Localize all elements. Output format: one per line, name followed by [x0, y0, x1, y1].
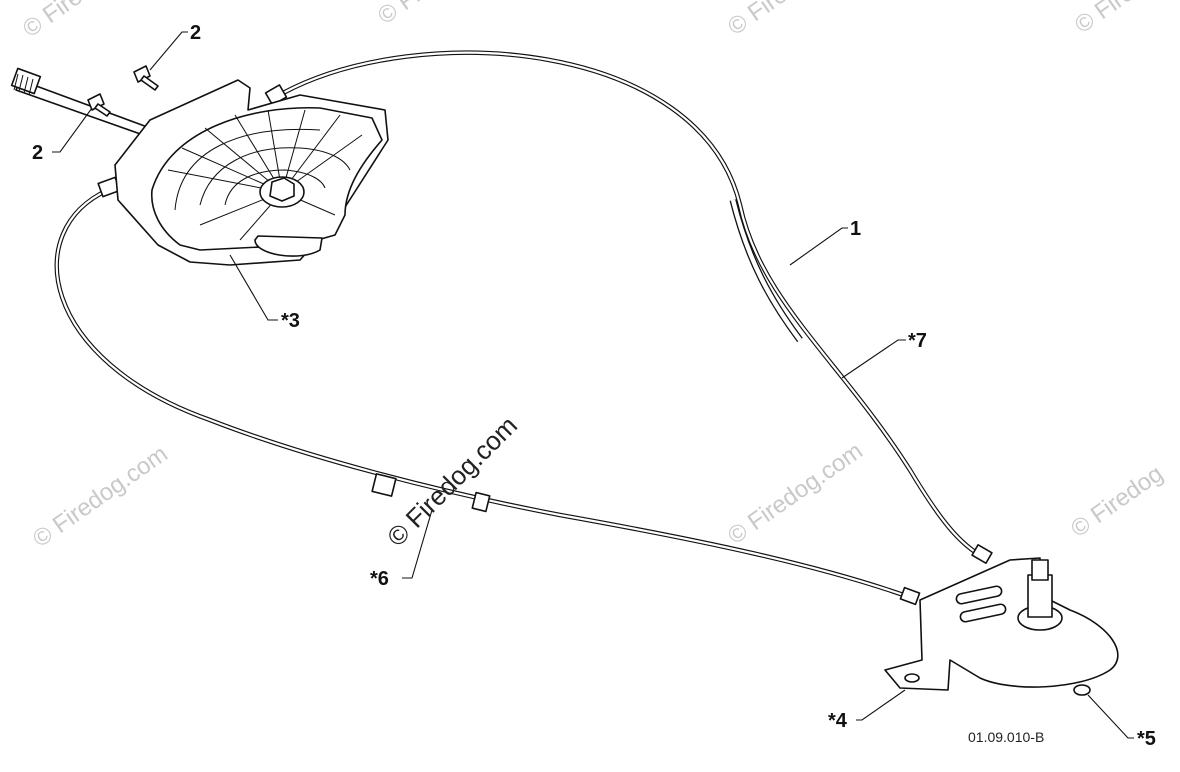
leader-2b [52, 107, 93, 153]
leader-5 [1087, 694, 1134, 739]
watermark-mid-left: © Firedog.com [28, 440, 173, 553]
mounting-plate [884, 557, 1119, 691]
leader-1 [789, 227, 848, 266]
shaft-threads [13, 73, 34, 96]
callout-7: *7 [908, 330, 927, 352]
plate-slot-lower [959, 603, 1007, 623]
cable-6-core [55, 188, 914, 600]
callout-5: *5 [1137, 728, 1156, 750]
figure-id: 01.09.010-B [968, 729, 1044, 745]
shift-bracket-assembly [10, 65, 389, 266]
pivot-nut [1027, 574, 1053, 618]
callout-4: *4 [828, 710, 848, 732]
watermark-top-left: © Firedog [18, 0, 120, 43]
callout-6: *6 [370, 568, 389, 590]
cable-assembly [54, 50, 993, 606]
callout-2-lower: 2 [32, 142, 43, 164]
plate-slot-upper [955, 585, 1003, 605]
watermark-top-center: © Firedog [373, 0, 475, 30]
shaft-threaded-end [10, 67, 42, 95]
watermark-layer: © Firedog © Firedog © Firedog © Firedog … [18, 0, 1172, 553]
callout-labels: 2 2 1 *3 *7 *6 *4 *5 [32, 22, 1156, 750]
bolt-2-lower-shank [94, 103, 111, 117]
cable-1-end-fitting [971, 544, 993, 564]
callout-3: *3 [281, 310, 300, 332]
leader-6 [402, 509, 433, 579]
pivot-stud [1031, 559, 1049, 581]
lower-plate-assembly [884, 557, 1119, 696]
callout-1: 1 [850, 218, 861, 240]
cable-1-core [281, 51, 987, 560]
leader-3 [229, 254, 278, 321]
leader-2a [149, 31, 188, 71]
bolt-2-upper-shank [140, 75, 159, 91]
callout-2-upper: 2 [190, 22, 201, 44]
bottom-bushing [1073, 684, 1091, 696]
watermark-mid-right: © Firedog.com [723, 437, 868, 550]
watermark-right-edge: © Firedog [1066, 460, 1168, 543]
cable-clip-left [371, 473, 397, 497]
cable-1-sleeve-core [730, 199, 802, 342]
mount-hole [904, 673, 920, 683]
leader-7 [841, 339, 906, 379]
leader-lines [52, 31, 1134, 739]
bracket-roller [254, 235, 323, 257]
leader-4 [856, 689, 906, 721]
watermark-top-far-right: © Firedog [1070, 0, 1172, 39]
cable-clip-right [471, 491, 491, 513]
watermark-top-right: © Firedog [723, 0, 825, 41]
cable-6-end-fitting [899, 586, 921, 606]
hub-nut [269, 177, 295, 202]
